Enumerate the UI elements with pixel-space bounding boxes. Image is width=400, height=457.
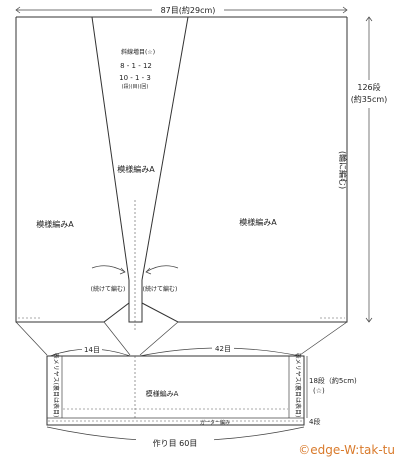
garter-label: ガーター編み: [200, 419, 230, 426]
top-outline: [15, 16, 348, 330]
bottom-height-dimension: 18段（約5cm) (☆) 4段: [306, 356, 357, 426]
bottom-right-side-label: 表メリヤス(裏目は表目): [294, 353, 302, 418]
cast-on-label: 作り目 60目: [153, 438, 198, 448]
top-rows-label: 126段: [357, 82, 380, 92]
pattern-left-label: 模様編みA: [36, 219, 74, 229]
bottom-rows-label: 18段（約5cm): [309, 376, 357, 385]
top-width-label: 87目(約29cm): [161, 5, 216, 15]
cast-on-dimension: 作り目 60目: [46, 426, 305, 448]
diag-row1: 8 - 1 - 12: [120, 62, 152, 70]
in-the-round-label: (輪に編む): [338, 151, 348, 189]
diag-title: 斜線増目(☆): [121, 48, 155, 56]
bottom-pattern-label: 模様編みA: [146, 389, 179, 398]
bottom-right-width-label: 42目: [215, 345, 231, 353]
bottom-left-side-label: 表メリヤス(裏目は表目): [52, 353, 60, 418]
bottom-body: [46, 355, 305, 426]
garter-rows-label: 4段: [309, 417, 320, 426]
pattern-right-label: 模様編みA: [239, 217, 277, 227]
pattern-center-label: 模様編みA: [117, 164, 155, 174]
top-rows-cm-label: (約35cm): [351, 94, 388, 104]
bottom-width-arcs: 14目 42目: [49, 343, 301, 357]
bottom-left-width-label: 14目: [84, 346, 100, 354]
credit-text: ©edge-W:tak-tu: [298, 443, 395, 457]
continue-right: (続けて編む): [143, 265, 179, 293]
increase-instructions: 斜線増目(☆) 8 - 1 - 12 10 - 1 - 3 (段)(目)(回): [119, 48, 155, 90]
continue-left: (続けて編む): [91, 265, 126, 293]
connector-lines: [15, 321, 348, 356]
top-height-dimension: 126段 (約35cm): [351, 16, 392, 323]
bottom-rows-mark: (☆): [313, 387, 325, 395]
top-width-dimension: 87目(約29cm): [15, 3, 348, 15]
continue-left-label: (続けて編む): [91, 285, 126, 293]
diag-row2: 10 - 1 - 3: [119, 74, 151, 82]
continue-right-label: (続けて編む): [143, 285, 178, 293]
diag-legend: (段)(目)(回): [122, 83, 149, 90]
